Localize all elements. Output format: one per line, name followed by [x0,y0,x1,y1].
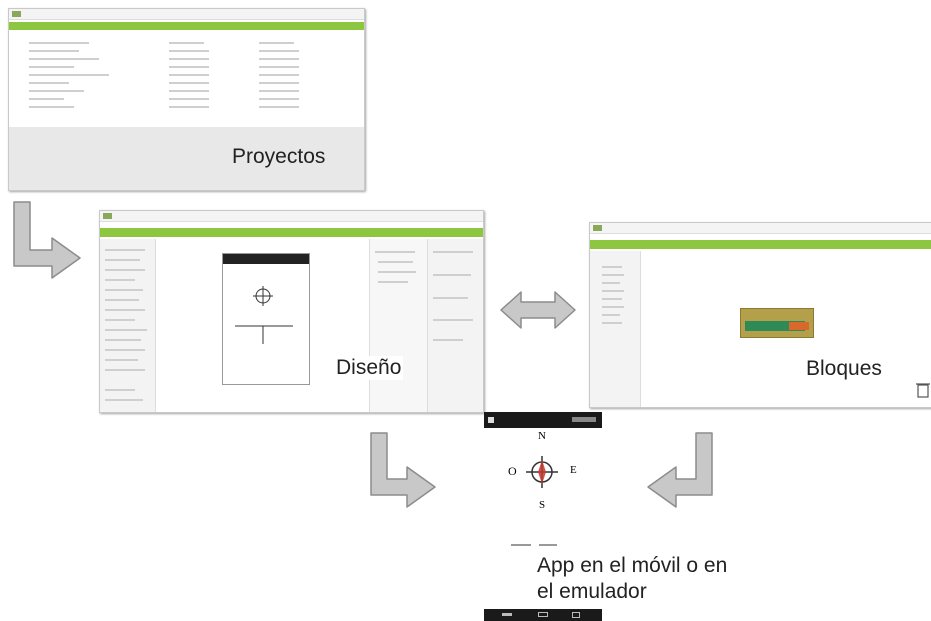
proyectos-topbar [9,9,364,20]
components-panel [369,239,428,412]
proyectos-green-bar [9,22,364,30]
bloques-green-bar [590,240,931,249]
app-inventor-logo-icon [12,11,21,17]
project-list [9,32,364,127]
viewer-phone [222,253,310,385]
south-label: S [539,499,546,511]
bloques-caption: Bloques [806,357,882,380]
trash-icon [916,383,930,398]
blocks-drawer [590,251,641,407]
app-inventor-logo-icon [593,225,602,231]
diseno-topbar [100,211,483,222]
app-inventor-logo-icon [103,213,112,219]
phone-small-text [511,544,563,548]
proyectos-screenshot: Proyectos [8,8,365,191]
compass-app: N O E S [500,430,590,520]
north-label: N [538,430,546,442]
event-block [740,308,814,338]
double-arrow-icon [500,291,576,329]
diseno-screenshot: Diseño [99,210,484,413]
bent-arrow-icon [13,201,81,279]
viewer-compass-icon [235,286,293,344]
properties-panel [427,239,483,412]
bent-arrow-icon [647,432,713,508]
proyectos-empty-area [9,127,364,190]
diseno-caption: Diseño [334,356,404,380]
proyectos-caption: Proyectos [232,145,326,168]
app-caption-line1: App en el móvil o en [537,554,728,577]
west-label: O [508,464,517,478]
home-icon [538,612,548,617]
bloques-topbar [590,223,931,234]
phone-nav-bar [484,609,602,621]
palette-panel [100,239,156,412]
compass-rose-icon [526,456,558,488]
phone-top-bar [484,412,602,428]
back-icon [502,613,512,616]
east-label: E [570,464,577,476]
app-caption-line2: el emulador [537,580,647,603]
diseno-green-bar [100,228,483,237]
bloques-screenshot: Bloques [589,222,931,408]
viewer-phone-statusbar [223,254,309,264]
recents-icon [572,612,580,618]
bent-arrow-icon [370,432,436,508]
